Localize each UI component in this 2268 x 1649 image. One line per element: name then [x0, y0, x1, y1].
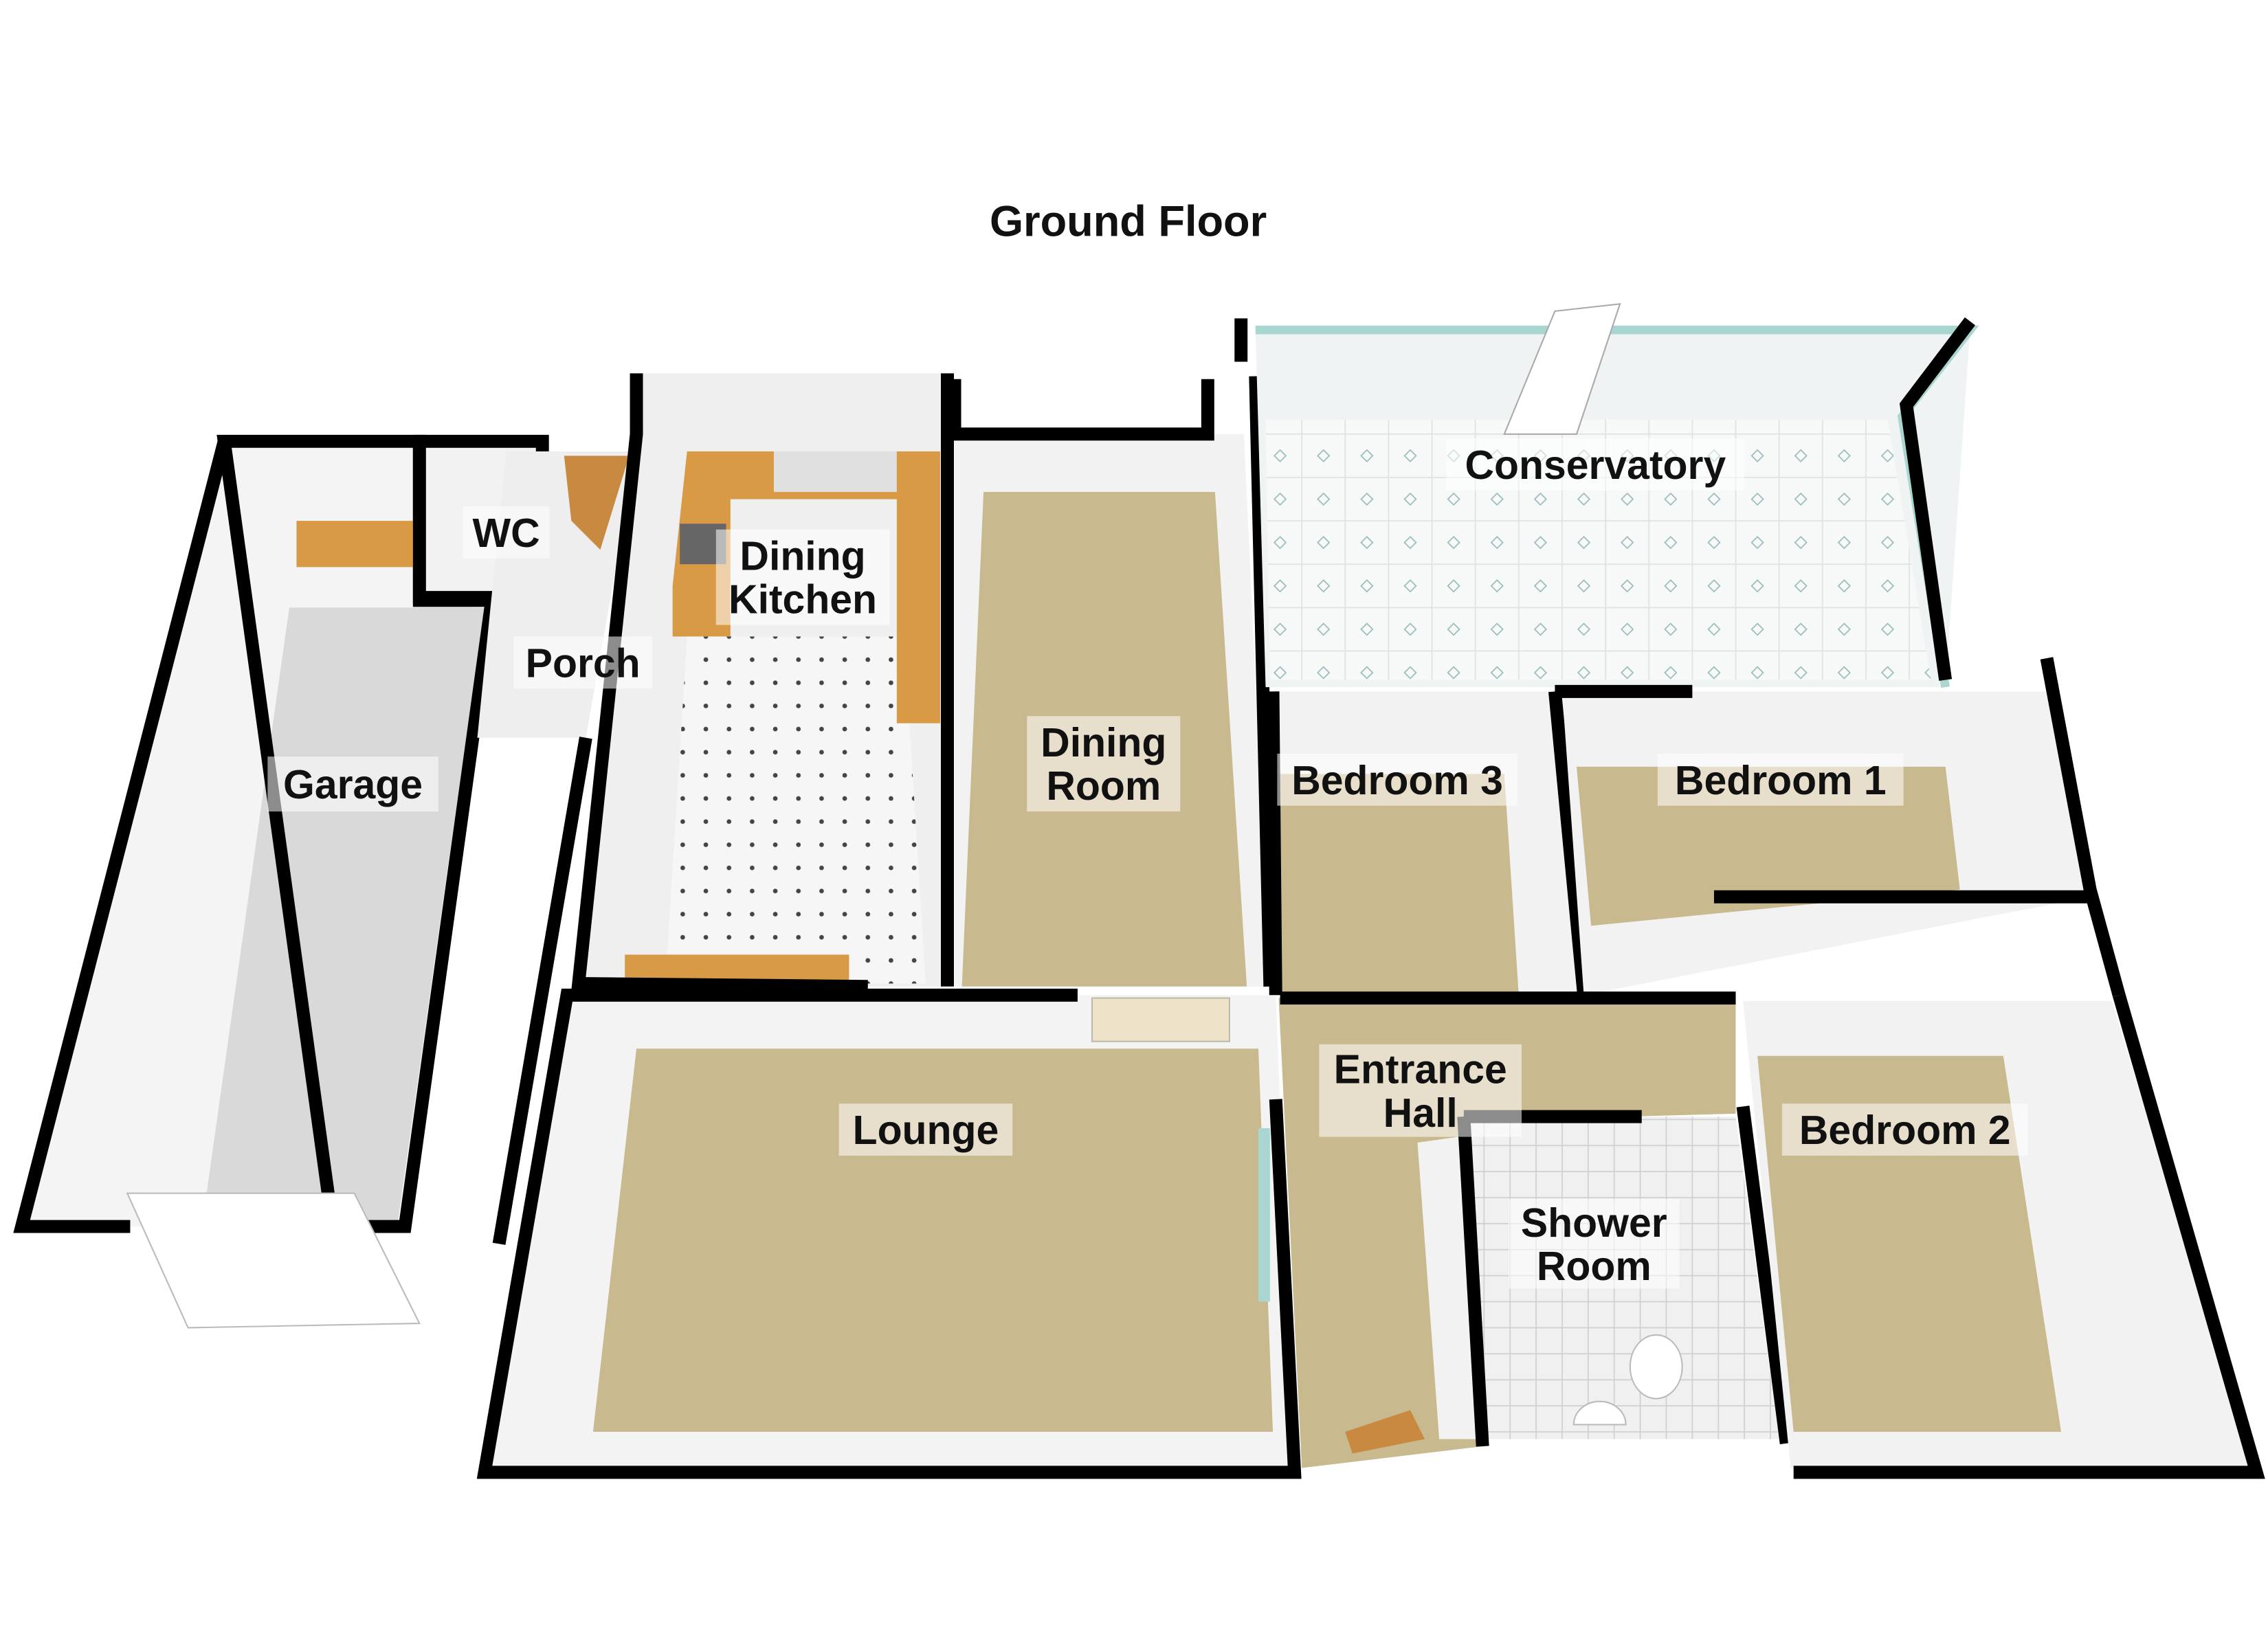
svg-text:WC: WC [473, 511, 540, 556]
svg-text:Room: Room [1046, 764, 1161, 809]
label-dining-room: Dining Room [1027, 716, 1181, 812]
label-bedroom-3: Bedroom 3 [1277, 753, 1517, 806]
svg-text:Garage: Garage [283, 763, 423, 807]
conservatory-door[interactable] [1503, 303, 1621, 435]
label-dining-kitchen: Dining Kitchen [715, 529, 890, 625]
svg-text:Bedroom 1: Bedroom 1 [1675, 759, 1887, 803]
folding-doors[interactable] [1091, 997, 1230, 1042]
garage-door[interactable] [126, 1192, 421, 1329]
room-bedroom-3 [1266, 691, 1590, 996]
label-porch: Porch [513, 636, 653, 689]
label-garage: Garage [267, 756, 438, 812]
svg-text:Lounge: Lounge [853, 1108, 999, 1153]
room-conservatory [1234, 303, 1979, 688]
svg-text:Room: Room [1537, 1244, 1652, 1289]
floor-title: Ground Floor [990, 197, 1267, 245]
basin-icon [1572, 1400, 1627, 1426]
front-door[interactable] [1345, 1410, 1425, 1454]
label-bedroom-2: Bedroom 2 [1781, 1103, 2028, 1156]
svg-text:Dining: Dining [1041, 721, 1166, 765]
label-entrance-hall: Entrance Hall [1319, 1044, 1522, 1137]
svg-text:Porch: Porch [526, 641, 641, 686]
porch-door[interactable] [564, 456, 630, 550]
label-bedroom-1: Bedroom 1 [1657, 753, 1904, 806]
svg-text:Bedroom 2: Bedroom 2 [1799, 1108, 2011, 1153]
room-bedroom-1 [1555, 657, 2126, 997]
label-shower-room: Shower Room [1509, 1199, 1680, 1289]
label-wc: WC [463, 506, 550, 559]
room-lounge [476, 988, 1302, 1479]
svg-text:Shower: Shower [1521, 1201, 1667, 1246]
svg-text:Bedroom 3: Bedroom 3 [1291, 759, 1503, 803]
toilet-icon [1629, 1334, 1683, 1400]
label-lounge: Lounge [838, 1103, 1013, 1156]
room-dining-kitchen [571, 373, 954, 994]
label-conservatory: Conservatory [1446, 438, 1745, 491]
room-dining-room [948, 376, 1277, 987]
svg-text:Kitchen: Kitchen [729, 578, 877, 622]
svg-text:Conservatory: Conservatory [1465, 443, 1726, 488]
svg-text:Dining: Dining [740, 535, 865, 579]
room-bedroom-2 [1743, 993, 2265, 1479]
svg-text:Entrance: Entrance [1334, 1048, 1507, 1092]
garage-cupboard [296, 521, 420, 568]
svg-text:Hall: Hall [1383, 1091, 1458, 1136]
